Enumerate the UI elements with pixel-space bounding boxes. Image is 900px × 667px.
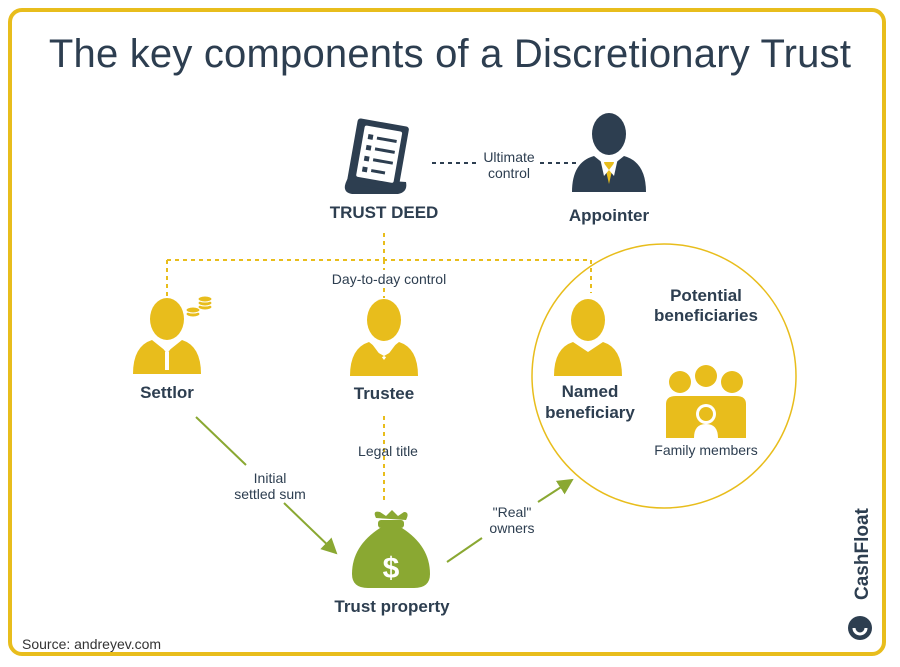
family-members-label: Family members (654, 442, 758, 458)
person-with-coins-icon (133, 295, 213, 374)
border-frame (8, 8, 886, 656)
edge-label-legal-title: Legal title (358, 443, 418, 459)
potential-beneficiaries-circle (531, 243, 797, 509)
document-icon (344, 118, 409, 194)
edge-label-initial-settled-sum: Initial settled sum (234, 470, 306, 502)
businessman-icon (572, 113, 646, 192)
source-caption: Source: andreyev.com (22, 636, 162, 652)
appointer-label: Appointer (568, 206, 650, 225)
connector-day-to-day (166, 233, 592, 298)
edge-label-day-to-day-control: Day-to-day control (331, 271, 447, 287)
edge-label-ultimate-control: Ultimate control (483, 149, 535, 181)
arrow-real-owners (446, 478, 574, 563)
svg-text:$: $ (383, 552, 400, 585)
trust-deed-label: TRUST DEED (329, 203, 439, 222)
cashfloat-logo-icon: CashFloat (848, 507, 873, 640)
family-group-icon (666, 365, 746, 438)
arrow-initial-settled-sum (195, 416, 338, 555)
trustee-label: Trustee (353, 384, 415, 403)
svg-text:CashFloat: CashFloat (852, 507, 873, 600)
trust-property-label: Trust property (334, 597, 450, 616)
named-beneficiary-label: Named beneficiary (545, 382, 635, 422)
edge-label-real-owners: "Real" owners (489, 504, 535, 536)
person-with-bowtie-icon (350, 299, 418, 376)
settlor-label: Settlor (140, 383, 194, 402)
potential-beneficiaries-label: Potential beneficiaries (654, 286, 758, 325)
page-title: The key components of a Discretionary Tr… (48, 32, 852, 76)
person-icon (554, 299, 622, 376)
money-bag-icon: $ (352, 510, 430, 588)
